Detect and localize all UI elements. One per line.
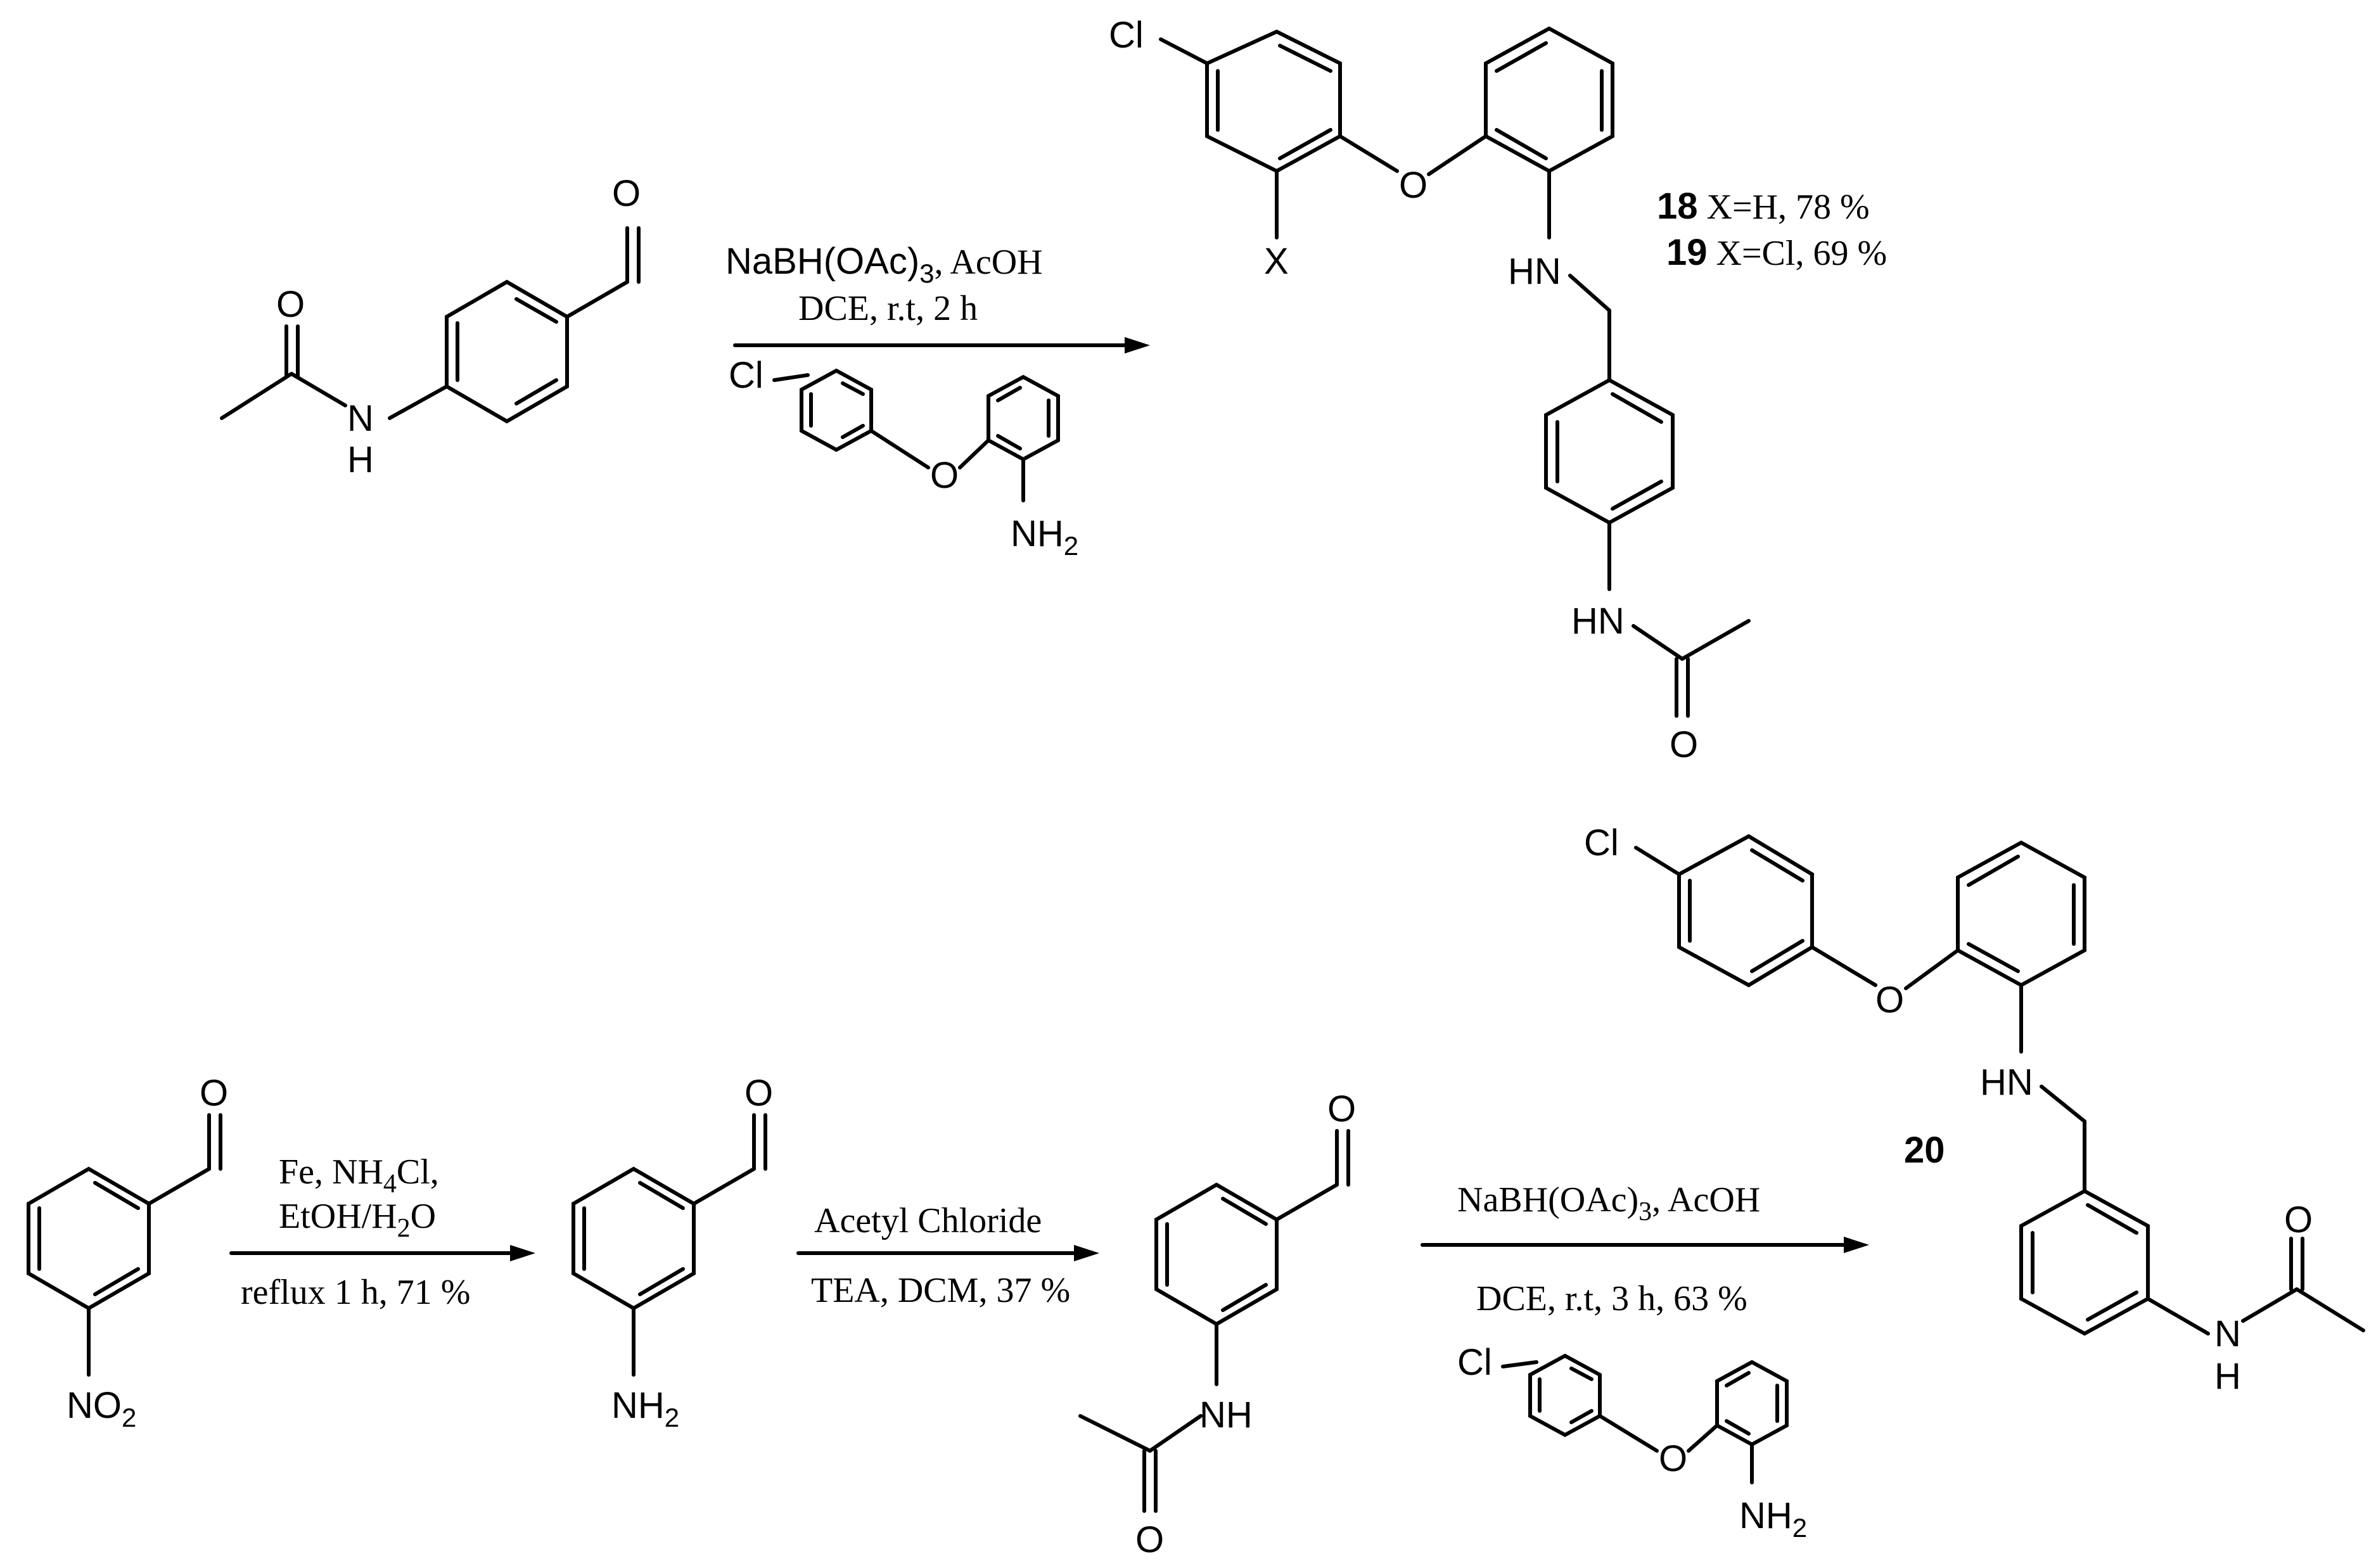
amine-label: NH2 (1011, 513, 1078, 561)
intermediate-3-acetamidobenzaldehyde: O NH O (1078, 1088, 1356, 1560)
amide-n-label: N (347, 398, 374, 439)
ether-oxygen-label: O (1875, 979, 1904, 1021)
reagent-2-(4-chlorophenoxy)aniline-top: Cl O NH2 (729, 355, 1078, 561)
ether-oxygen-label: O (930, 455, 959, 496)
ether-oxygen-label: O (1659, 1438, 1687, 1479)
secondary-amine-label: HN (1980, 1062, 2033, 1103)
starting-material-3-nitrobenzaldehyde: O NO2 (27, 1073, 228, 1432)
aldehyde-oxygen-label: O (744, 1073, 773, 1114)
chlorine-label: Cl (1584, 822, 1619, 864)
amide-oxygen-label: O (1135, 1519, 1164, 1560)
reaction-arrow-1 (733, 337, 1150, 354)
chlorine-label: Cl (1457, 1342, 1492, 1383)
aldehyde-oxygen-label: O (200, 1073, 228, 1114)
reaction-arrow-2 (229, 1245, 535, 1261)
condition-reagent-3: Acetyl Chloride (814, 1201, 1042, 1240)
condition-reagent-4: NaBH(OAc)3, AcOH (1457, 1180, 1760, 1227)
condition-reagent-2: Fe, NH4Cl, (279, 1152, 439, 1199)
product-20-structure: Cl O HN N H O (1584, 822, 2365, 1397)
amide-h-label: H (2214, 1356, 2241, 1397)
amide-h-label: H (347, 439, 374, 480)
chlorine-label: Cl (1109, 15, 1144, 56)
aldehyde-oxygen-label: O (612, 173, 641, 214)
amide-nh-label: NH (1199, 1394, 1253, 1436)
nitro-group-label: NO2 (67, 1385, 136, 1432)
amide-nh-label: HN (1571, 601, 1625, 642)
aldehyde-oxygen-label: O (1327, 1088, 1356, 1130)
condition-solvent-1: DCE, r.t, 2 h (798, 289, 978, 328)
condition-solvent-time-yield-4: DCE, r.t, 3 h, 63 % (1476, 1279, 1747, 1318)
condition-solvent-yield-3: TEA, DCM, 37 % (811, 1271, 1070, 1310)
amine-label: NH2 (611, 1385, 679, 1432)
condition-time-yield-2: reflux 1 h, 71 % (241, 1273, 470, 1312)
ether-oxygen-label: O (1399, 165, 1428, 206)
amide-oxygen-label: O (276, 284, 305, 325)
amide-oxygen-label: O (2284, 1199, 2313, 1240)
condition-reagent-1: NaBH(OAc)3, AcOH (725, 241, 1043, 288)
intermediate-3-aminobenzaldehyde: O NH2 (572, 1073, 773, 1432)
reaction-arrow-4 (1421, 1237, 1869, 1253)
product-18-19-structure: Cl X O HN HN O (1109, 15, 1751, 765)
amine-label: NH2 (1739, 1495, 1807, 1543)
condition-solvent-2: EtOH/H2O (279, 1197, 436, 1243)
amide-oxygen-label: O (1670, 724, 1698, 765)
secondary-amine-label: HN (1508, 251, 1561, 292)
compound-20-label: 20 (1904, 1130, 1945, 1171)
chlorine-label: Cl (729, 355, 763, 396)
starting-material-4-acetamidobenzaldehyde: O N H O (220, 173, 641, 480)
reaction-arrow-3 (796, 1245, 1099, 1261)
reagent-2-(4-chlorophenoxy)aniline-bottom: Cl O NH2 (1457, 1342, 1807, 1543)
amide-n-label: N (2214, 1313, 2241, 1354)
x-substituent-label: X (1264, 241, 1289, 282)
